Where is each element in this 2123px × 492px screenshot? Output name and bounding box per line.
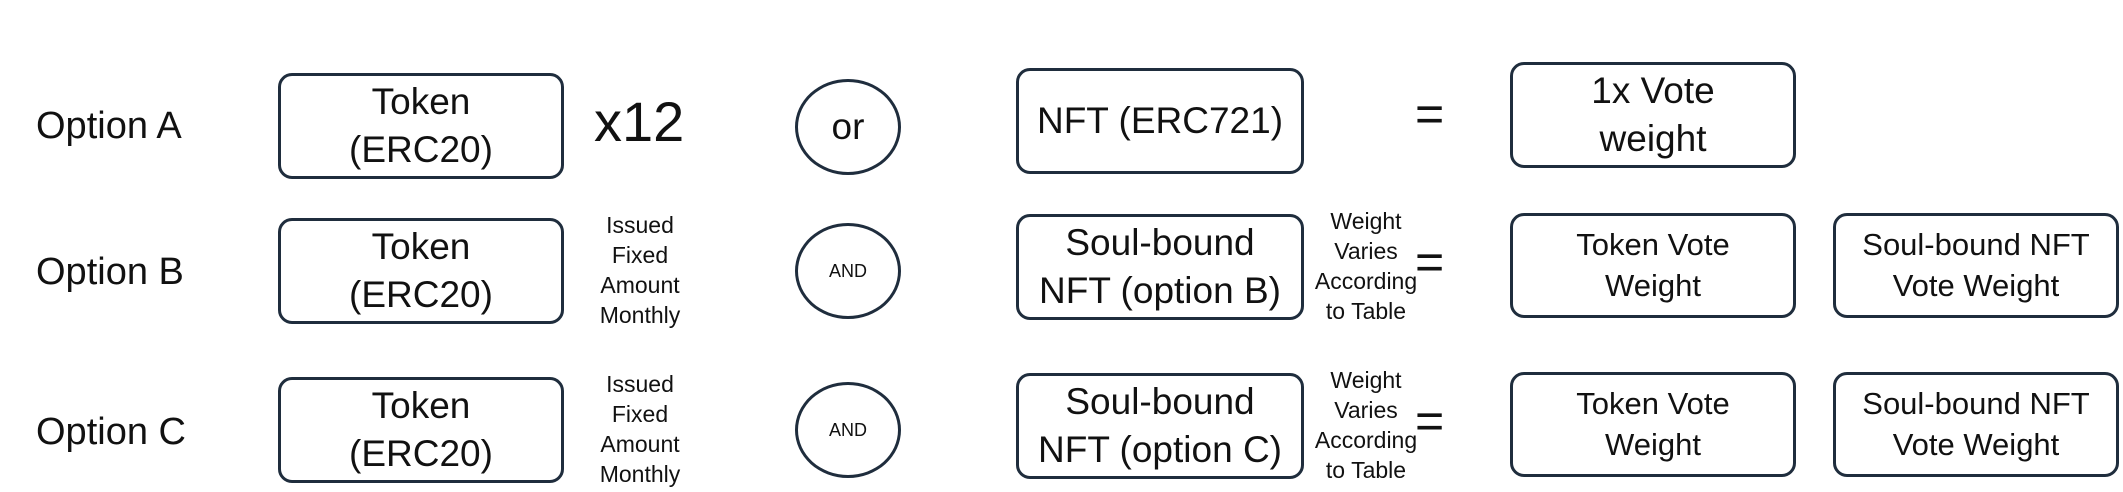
- token-box-option-b: Token (ERC20): [278, 218, 564, 324]
- token-box-option-c: Token (ERC20): [278, 377, 564, 483]
- result-label: 1x Vote weight: [1591, 69, 1715, 159]
- nft-label: NFT (ERC721): [1036, 99, 1284, 141]
- nft-box-option-b: Soul-bound NFT (option B): [1016, 214, 1304, 320]
- result-label: Soul-bound NFT Vote Weight: [1862, 227, 2090, 303]
- weight-note-option-c: Weight Varies According to Table: [1314, 367, 1418, 483]
- connector-and-oval-option-c: AND: [795, 382, 901, 478]
- issuance-note-option-c: Issued Fixed Amount Monthly: [599, 371, 681, 487]
- nft-box-option-c: Soul-bound NFT (option C): [1016, 373, 1304, 479]
- result-label: Soul-bound NFT Vote Weight: [1862, 386, 2090, 462]
- row-label-option-b: Option B: [36, 251, 184, 293]
- token-label: Token (ERC20): [349, 80, 493, 170]
- token-box-option-a: Token (ERC20): [278, 73, 564, 179]
- nft-box-option-a: NFT (ERC721): [1016, 68, 1304, 174]
- result-box-nft-vote-weight-option-c: Soul-bound NFT Vote Weight: [1833, 372, 2119, 477]
- token-label: Token (ERC20): [349, 225, 493, 315]
- equals-sign-option-b: =: [1415, 234, 1445, 290]
- weight-note-option-b: Weight Varies According to Table: [1314, 208, 1418, 324]
- connector-or-oval: or: [795, 79, 901, 175]
- connector-label: or: [831, 106, 865, 147]
- result-box-nft-vote-weight-option-b: Soul-bound NFT Vote Weight: [1833, 213, 2119, 318]
- nft-label: Soul-bound NFT (option B): [1039, 221, 1281, 311]
- connector-and-oval-option-b: AND: [795, 223, 901, 319]
- equals-sign-option-a: =: [1415, 86, 1445, 142]
- nft-label: Soul-bound NFT (option C): [1038, 380, 1282, 470]
- result-box-token-vote-weight-option-b: Token Vote Weight: [1510, 213, 1796, 318]
- result-label: Token Vote Weight: [1576, 227, 1730, 303]
- row-label-option-a: Option A: [36, 105, 182, 147]
- result-label: Token Vote Weight: [1576, 386, 1730, 462]
- multiplier-label: x12: [594, 90, 685, 153]
- equals-sign-option-c: =: [1415, 393, 1445, 449]
- token-label: Token (ERC20): [349, 384, 493, 474]
- issuance-note-option-b: Issued Fixed Amount Monthly: [599, 212, 681, 328]
- connector-label: AND: [828, 419, 867, 440]
- connector-label: AND: [828, 260, 867, 281]
- result-box-token-vote-weight-option-c: Token Vote Weight: [1510, 372, 1796, 477]
- result-box-vote-weight: 1x Vote weight: [1510, 62, 1796, 168]
- row-label-option-c: Option C: [36, 411, 186, 453]
